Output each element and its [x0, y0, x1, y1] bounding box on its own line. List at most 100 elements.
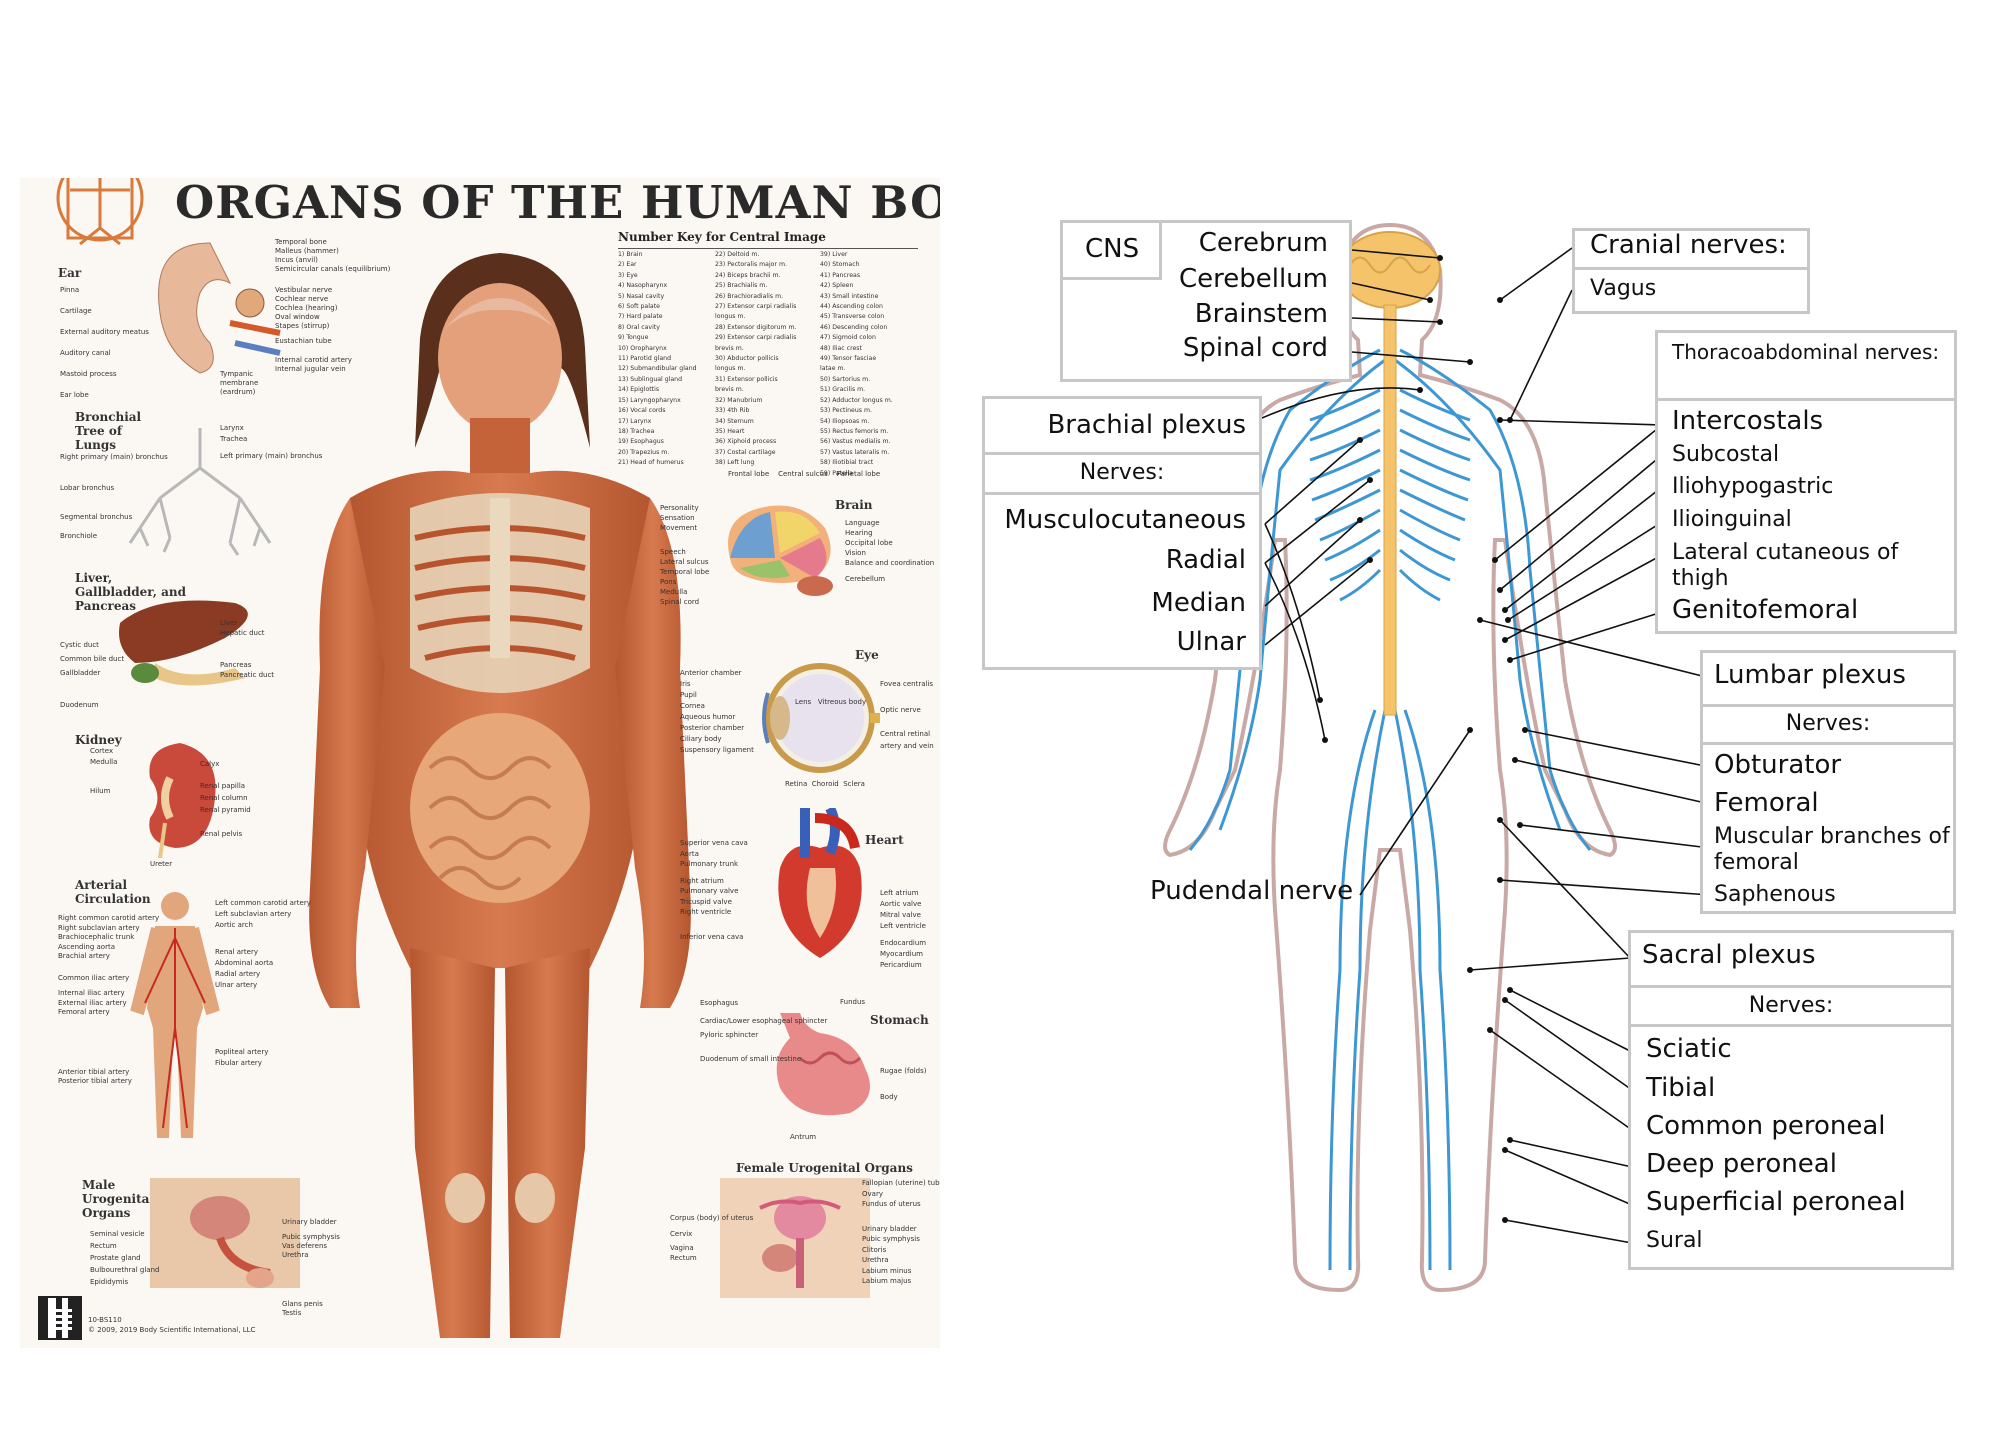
kidney-heading: Kidney	[75, 733, 122, 747]
number-key-item: 24) Biceps brachii m.	[715, 271, 781, 279]
number-key-item: 3) Eye	[618, 271, 638, 279]
number-key-item: 26) Brachioradialis m.	[715, 292, 784, 300]
arterial-figure-illustration	[130, 892, 220, 1138]
lumbar-box	[1700, 650, 1956, 914]
lumbar-muscular-branches: Muscular branches of femoral	[1714, 824, 1950, 875]
stomach-fundus-label: Fundus	[840, 998, 866, 1006]
number-key-item: 39) Liver	[820, 251, 848, 258]
number-key-item: 33) 4th Rib	[715, 407, 750, 415]
number-key-item: 7) Hard palate	[618, 313, 663, 321]
lungs-heading: Bronchial Tree of Lungs	[75, 410, 142, 452]
thoraco-divider	[1655, 398, 1957, 401]
cranial-divider	[1572, 267, 1810, 270]
number-key-item: 36) Xiphoid process	[715, 438, 777, 446]
number-key-title: Number Key for Central Image	[618, 230, 826, 244]
stomach-illustration	[776, 1013, 870, 1116]
sacral-common-peroneal: Common peroneal	[1646, 1111, 1886, 1141]
thoraco-genitofemoral: Genitofemoral	[1672, 595, 1859, 625]
number-key-item: 21) Head of humerus	[618, 459, 684, 467]
number-key-item: 9) Tongue	[618, 334, 649, 342]
pudendal-nerve-label: Pudendal nerve	[1150, 876, 1354, 906]
number-key-item: 44) Ascending colon	[820, 303, 883, 311]
number-key-item: 23) Pectoralis major m.	[715, 261, 787, 269]
cns-tag-box	[1060, 220, 1162, 280]
number-key-item: brevis m.	[715, 386, 744, 394]
sacral-superficial-peroneal: Superficial peroneal	[1646, 1187, 1906, 1217]
kidney-ureter-label: Ureter	[150, 860, 173, 868]
bronchial-tree-illustration	[128, 428, 272, 556]
brain-illustration	[728, 505, 833, 596]
number-key-item: longus m.	[715, 313, 746, 321]
ear-illustration	[158, 242, 281, 374]
number-key-item: 42) Spleen	[820, 282, 854, 290]
brachial-nerves-header: Nerves:	[1079, 460, 1165, 485]
number-key-item: 30) Abductor pollicis	[715, 355, 779, 363]
number-key-item: 35) Heart	[715, 427, 745, 435]
number-key-item: 19) Esophagus	[618, 438, 664, 446]
lungs-labels-left: Right primary (main) bronchus Lobar bron…	[60, 453, 168, 540]
lumbar-plexus-label: Lumbar plexus	[1714, 660, 1906, 690]
number-key-item: latae m.	[820, 365, 846, 373]
cns-cerebrum: Cerebrum	[1198, 228, 1328, 258]
poster-footer: 10-BS110© 2009, 2019 Body Scientific Int…	[88, 1316, 256, 1334]
lumbar-femoral: Femoral	[1714, 788, 1819, 818]
cns-label: CNS	[1085, 234, 1140, 264]
number-key-item: longus m.	[715, 365, 746, 373]
number-key-item: 6) Soft palate	[618, 303, 660, 311]
spinal-cord-shape	[1383, 304, 1397, 716]
arterial-heading: Arterial Circulation	[75, 878, 151, 906]
eye-heading: Eye	[855, 648, 879, 662]
number-key-item: 28) Extensor digitorum m.	[715, 323, 797, 331]
cranial-nerves-label: Cranial nerves:	[1590, 230, 1787, 260]
sacral-sciatic: Sciatic	[1646, 1034, 1732, 1064]
number-key-item: 41) Pancreas	[820, 271, 861, 279]
number-key-item: 49) Tensor fasciae	[820, 355, 877, 363]
qr-code-icon[interactable]	[38, 1296, 82, 1340]
number-key-item: 58) Iliotibial tract	[820, 459, 874, 467]
thoraco-label: Thoracoabdominal nerves:	[1672, 340, 1940, 364]
thoraco-intercostals: Intercostals	[1672, 406, 1824, 436]
female-heading: Female Urogenital Organs	[736, 1161, 913, 1175]
central-body-figure	[309, 253, 691, 1338]
number-key-item: 46) Descending colon	[820, 323, 888, 331]
lumbar-divider-1	[1700, 704, 1956, 707]
number-key-item: 13) Sublingual gland	[618, 375, 683, 383]
organs-poster: ORGANS OF THE HUMAN BODY	[20, 178, 940, 1348]
number-key-item: 59) Patella	[820, 469, 853, 477]
sacral-deep-peroneal: Deep peroneal	[1646, 1149, 1837, 1179]
cranial-box	[1572, 228, 1810, 314]
sacral-tibial: Tibial	[1646, 1073, 1716, 1103]
number-key-col-2: 22) Deltoid m. 23) Pectoralis major m. 24)…	[715, 250, 796, 469]
thoraco-lateral-cutaneous: Lateral cutaneous of thigh	[1672, 540, 1899, 591]
number-key-item: 53) Pectineus m.	[820, 407, 872, 415]
number-key-item: 22) Deltoid m.	[715, 251, 760, 258]
number-key-item: 1) Brain	[618, 251, 643, 258]
number-key-item: 14) Epiglottis	[618, 386, 660, 394]
number-key-item: 31) Extensor pollicis	[715, 375, 778, 383]
brain-heading: Brain	[835, 498, 873, 512]
number-key-item: 37) Costal cartilage	[715, 448, 776, 456]
brachial-median: Median	[1151, 588, 1246, 618]
number-key-item: 27) Extensor carpi radialis	[715, 303, 797, 311]
number-key-item: 45) Transverse colon	[820, 313, 885, 321]
thoraco-box	[1655, 330, 1957, 634]
brachial-divider-2	[982, 492, 1262, 495]
brachial-musculocutaneous: Musculocutaneous	[1004, 505, 1246, 535]
lumbar-obturator: Obturator	[1714, 750, 1842, 780]
sacral-nerves-header: Nerves:	[1748, 993, 1834, 1018]
stomach-labels-left: Esophagus Cardiac/Lower esophageal sphin…	[700, 999, 828, 1063]
eye-illustration	[762, 663, 880, 773]
